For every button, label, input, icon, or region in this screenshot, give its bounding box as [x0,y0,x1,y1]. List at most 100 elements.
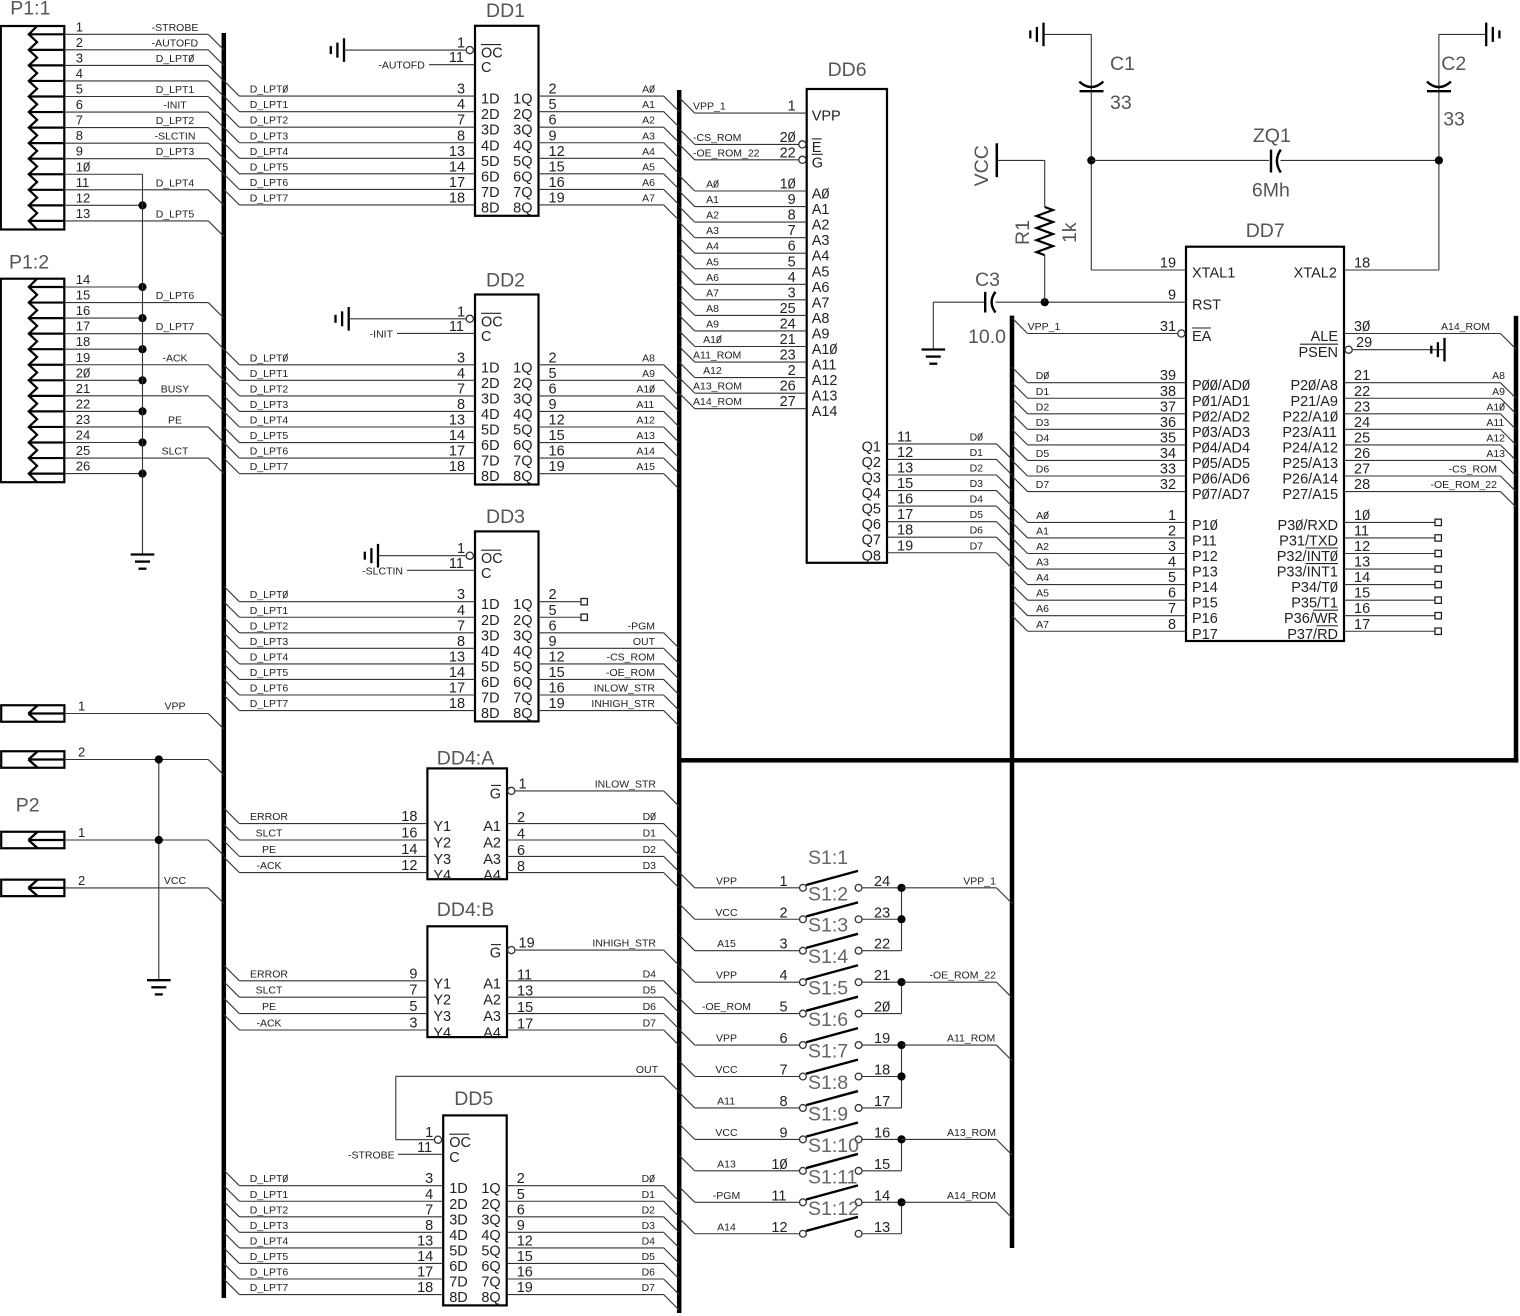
svg-text:2: 2 [549,350,557,366]
svg-text:D_LPT0: D_LPT0 [250,352,289,364]
svg-text:14: 14 [417,1249,433,1265]
svg-text:5D: 5D [481,423,500,439]
svg-text:D3: D3 [1036,417,1050,429]
svg-text:6Q: 6Q [481,1259,500,1275]
svg-text:11: 11 [449,50,464,66]
svg-text:A1: A1 [812,202,830,218]
svg-text:Y4: Y4 [433,1026,451,1042]
svg-text:7: 7 [409,983,417,999]
svg-text:A10: A10 [703,334,722,346]
svg-text:D1: D1 [642,1189,656,1201]
svg-text:VPP: VPP [812,109,841,125]
svg-text:3Q: 3Q [513,628,532,644]
svg-text:9: 9 [549,634,557,650]
svg-text:A2: A2 [812,218,830,234]
svg-text:A2: A2 [642,115,655,127]
svg-text:D_LPT0: D_LPT0 [250,84,289,96]
svg-text:A1: A1 [1036,525,1049,537]
svg-text:19: 19 [549,459,565,475]
svg-text:13: 13 [897,461,913,477]
svg-text:P25/A13: P25/A13 [1282,456,1338,472]
svg-text:S1:9: S1:9 [808,1103,848,1125]
svg-text:P37/RD: P37/RD [1287,627,1338,643]
svg-text:8D: 8D [481,706,500,722]
svg-text:20: 20 [874,1000,890,1016]
svg-text:A13: A13 [636,430,655,442]
svg-text:VCC: VCC [715,1127,738,1139]
svg-text:2: 2 [1168,523,1176,539]
svg-text:S1:2: S1:2 [808,883,848,905]
svg-text:P13: P13 [1192,565,1218,581]
svg-text:25: 25 [780,301,796,317]
svg-text:3Q: 3Q [513,391,532,407]
svg-text:A11: A11 [717,1095,735,1107]
svg-text:DD7: DD7 [1246,220,1285,242]
svg-text:D3: D3 [642,1220,656,1232]
svg-text:1D: 1D [481,360,500,376]
svg-text:13: 13 [517,984,533,1000]
svg-text:P34/T0: P34/T0 [1291,580,1338,596]
svg-text:13: 13 [76,206,90,221]
svg-text:D0: D0 [643,811,657,823]
svg-text:A9: A9 [706,318,719,330]
svg-text:3: 3 [457,82,465,98]
svg-text:P20/A8: P20/A8 [1290,378,1338,394]
svg-text:37: 37 [1160,399,1176,415]
svg-text:7: 7 [457,381,465,397]
svg-text:20: 20 [76,365,90,380]
svg-text:A8: A8 [706,303,719,315]
svg-text:A12: A12 [812,373,838,389]
svg-text:12: 12 [549,144,565,160]
svg-text:A5: A5 [642,161,655,173]
svg-text:A4: A4 [642,146,655,158]
svg-text:17: 17 [874,1094,890,1110]
svg-text:A7: A7 [706,287,719,299]
svg-text:A11_ROM: A11_ROM [693,350,741,362]
svg-text:6D: 6D [481,169,500,185]
svg-text:P21/A9: P21/A9 [1290,394,1338,410]
svg-text:S1:11: S1:11 [808,1166,858,1188]
svg-text:D3: D3 [970,478,984,490]
svg-text:D6: D6 [642,1267,656,1279]
svg-text:A6: A6 [706,272,719,284]
svg-text:24: 24 [874,874,890,890]
svg-text:16: 16 [1354,601,1370,617]
svg-text:12: 12 [401,858,417,874]
svg-text:-SLCTIN: -SLCTIN [155,131,196,143]
svg-text:8Q: 8Q [513,200,532,216]
svg-text:-CS_ROM: -CS_ROM [1449,464,1497,476]
svg-text:D_LPT3: D_LPT3 [250,130,289,142]
svg-text:36: 36 [1160,415,1176,431]
svg-text:A0: A0 [1036,510,1049,522]
svg-text:7D: 7D [449,1275,468,1291]
svg-text:4: 4 [457,97,465,113]
svg-text:1: 1 [457,36,465,52]
svg-text:12: 12 [517,1233,533,1249]
svg-text:A11: A11 [636,399,654,411]
svg-text:P00/AD0: P00/AD0 [1192,378,1250,394]
svg-text:A7: A7 [642,192,655,204]
svg-text:18: 18 [417,1280,433,1296]
svg-text:18: 18 [76,334,90,349]
svg-text:5: 5 [549,603,557,619]
svg-text:A9: A9 [812,326,830,342]
svg-text:7D: 7D [481,185,500,201]
svg-text:2Q: 2Q [481,1197,500,1213]
svg-text:16: 16 [517,1265,533,1281]
svg-text:DD5: DD5 [454,1088,493,1110]
svg-text:15: 15 [517,1249,533,1265]
svg-text:P22/A10: P22/A10 [1282,409,1338,425]
svg-text:1: 1 [76,19,83,34]
svg-text:DD4:B: DD4:B [437,899,494,921]
svg-text:D_LPT5: D_LPT5 [250,430,289,442]
svg-text:-ACK: -ACK [256,1018,281,1030]
svg-text:A0: A0 [706,179,719,191]
svg-text:INLOW_STR: INLOW_STR [594,683,656,695]
svg-text:5Q: 5Q [481,1243,500,1259]
svg-text:PE: PE [168,414,182,426]
svg-text:-SLCTIN: -SLCTIN [362,565,403,577]
svg-text:14: 14 [449,428,465,444]
svg-text:A1: A1 [483,819,501,835]
svg-text:1: 1 [788,99,796,115]
svg-text:4Q: 4Q [513,407,532,423]
